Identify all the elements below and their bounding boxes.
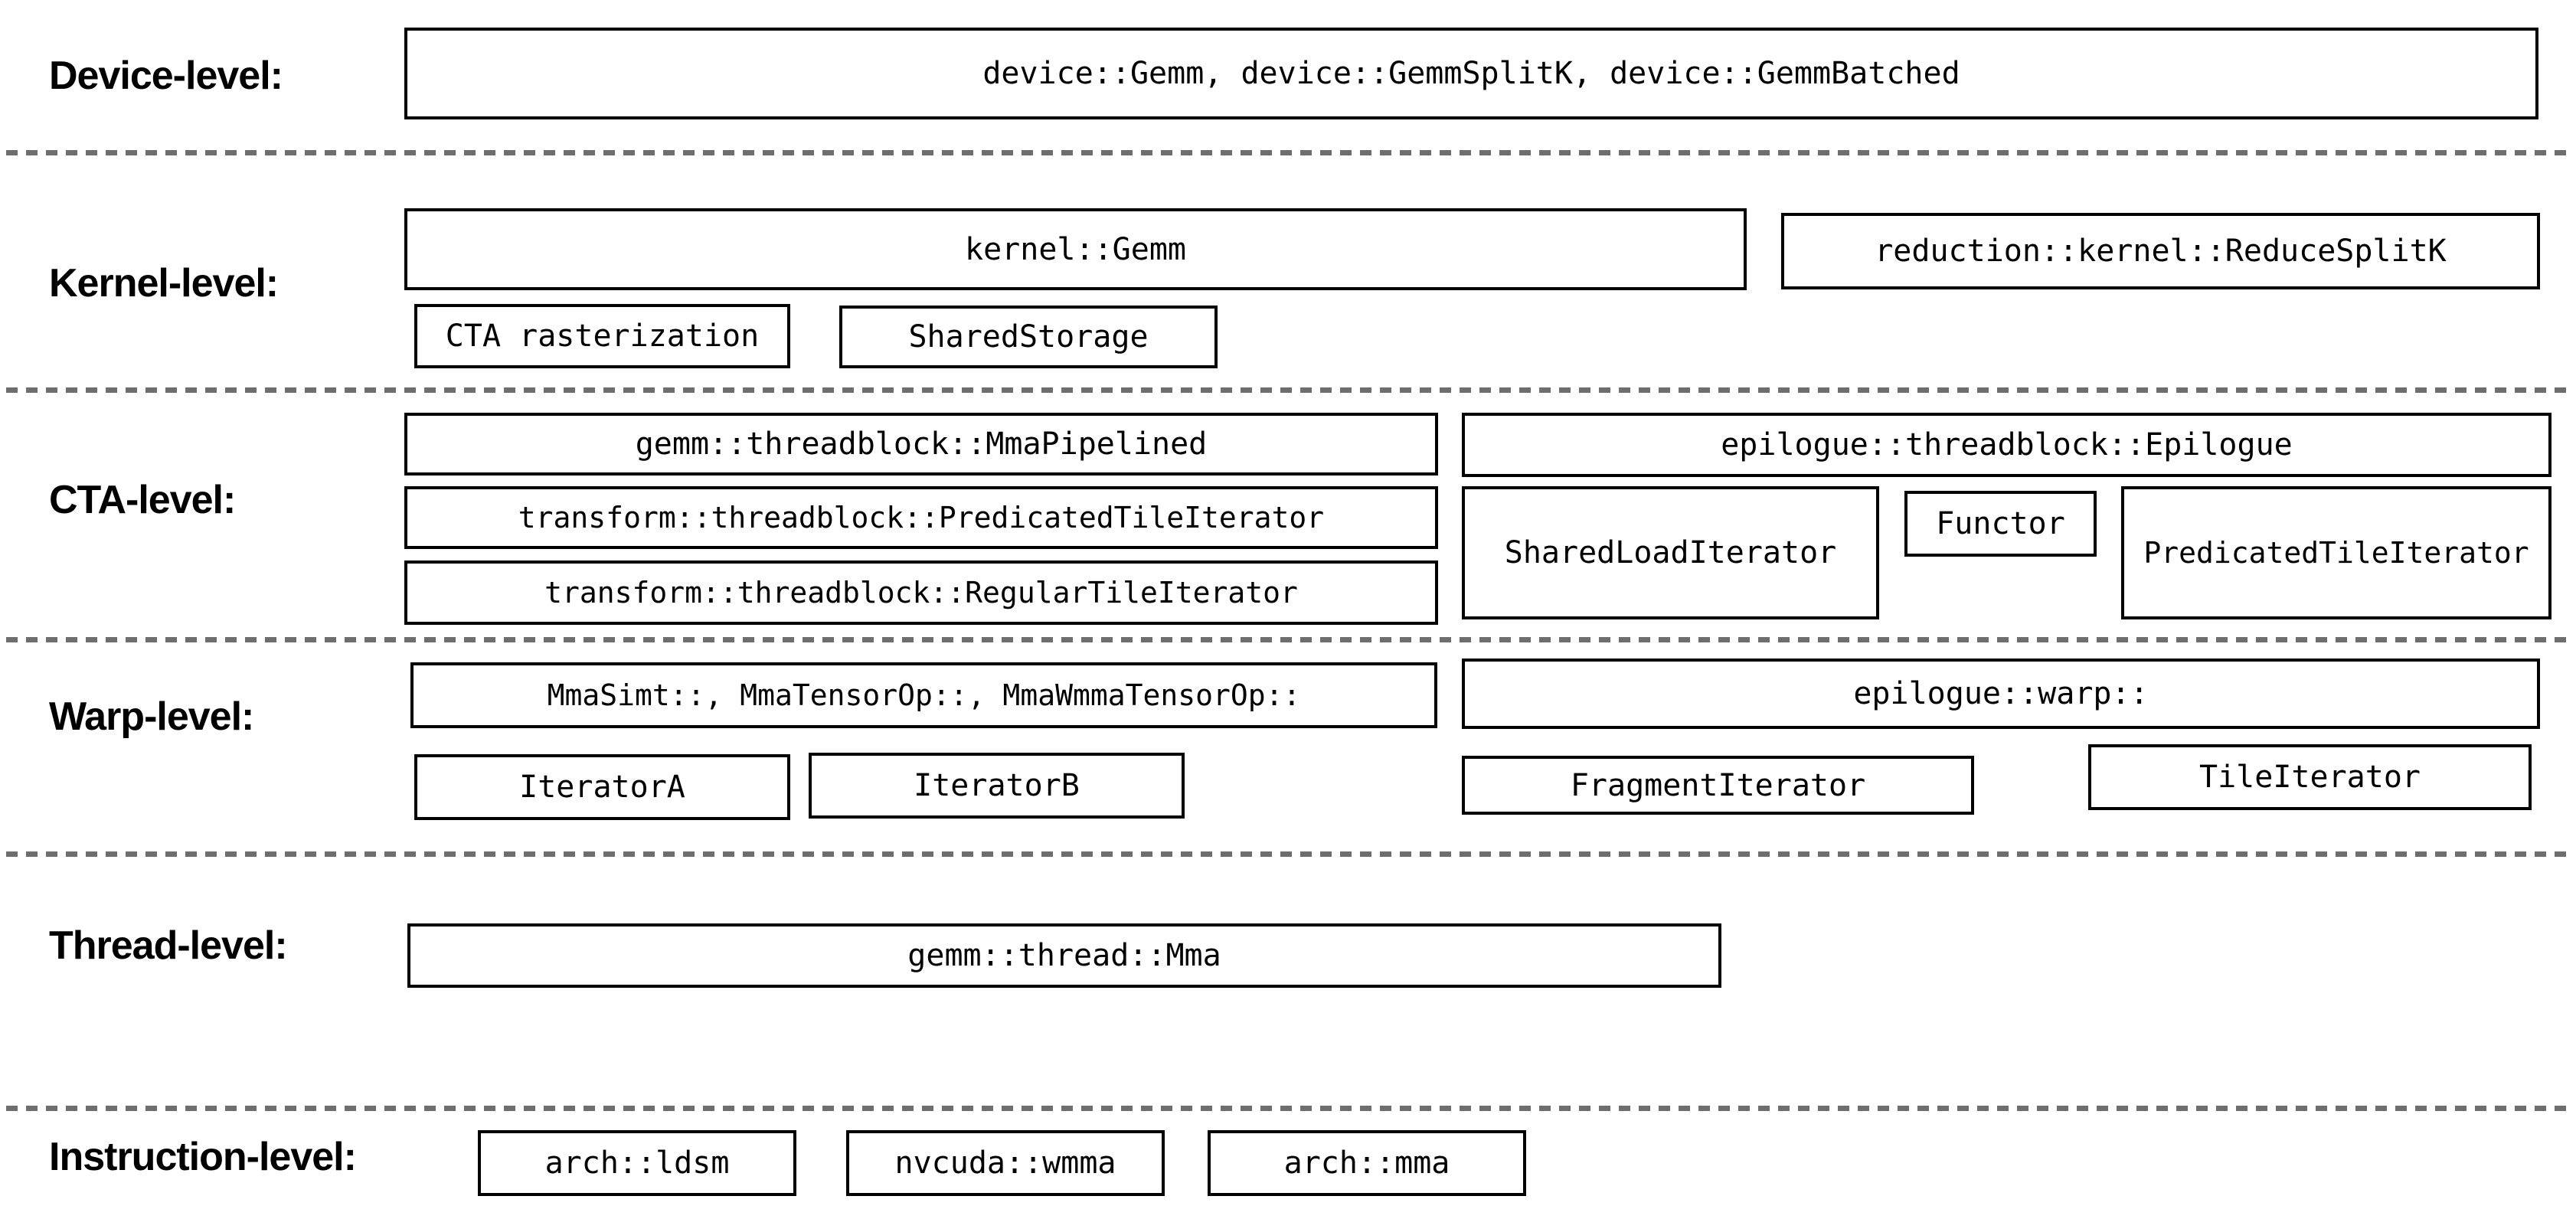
box-epilogue-warp: epilogue::warp:: [1462,659,2540,729]
box-mma-warp-variants: MmaSimt::, MmaTensorOp::, MmaWmmaTensorO… [410,662,1437,728]
box-functor-text: Functor [1936,506,2065,541]
box-iterator-b: IteratorB [809,753,1185,819]
box-iterator-b-text: IteratorB [914,768,1080,803]
box-kernel-gemm: kernel::Gemm [404,208,1747,290]
box-mma-warp-variants-text: MmaSimt::, MmaTensorOp::, MmaWmmaTensorO… [547,678,1301,712]
box-cta-rasterization: CTA rasterization [414,304,790,368]
level-separator [6,851,2570,857]
box-arch-ldsm: arch::ldsm [478,1130,796,1196]
box-mma-pipelined-text: gemm::threadblock::MmaPipelined [635,426,1208,462]
level-label-device: Device-level: [49,54,283,98]
box-epilogue-warp-text: epilogue::warp:: [1853,676,2149,711]
box-fragment-iterator: FragmentIterator [1462,756,1974,815]
level-separator [6,1106,2570,1111]
box-shared-storage-text: SharedStorage [908,319,1149,355]
box-arch-ldsm-text: arch::ldsm [544,1145,730,1181]
box-regular-tile-iterator: transform::threadblock::RegularTileItera… [404,560,1438,625]
box-gemm-thread-mma-text: gemm::thread::Mma [907,938,1221,973]
box-shared-load-iterator-text: SharedLoadIterator [1504,535,1837,570]
box-epilogue-threadblock-text: epilogue::threadblock::Epilogue [1721,427,2293,462]
level-separator [6,150,2570,155]
box-nvcuda-wmma: nvcuda::wmma [846,1130,1165,1196]
level-separator [6,637,2570,642]
box-fragment-iterator-text: FragmentIterator [1570,767,1866,803]
box-predicated-tile-iterator-transform: transform::threadblock::PredicatedTileIt… [404,486,1438,549]
box-cta-rasterization-text: CTA rasterization [445,319,760,354]
box-shared-load-iterator: SharedLoadIterator [1462,486,1879,619]
box-iterator-a: IteratorA [414,754,790,820]
box-iterator-a-text: IteratorA [519,770,685,805]
box-gemm-thread-mma: gemm::thread::Mma [407,923,1721,988]
box-reduce-splitk: reduction::kernel::ReduceSplitK [1781,213,2540,289]
box-mma-pipelined: gemm::threadblock::MmaPipelined [404,413,1438,476]
level-label-thread: Thread-level: [49,923,288,968]
box-functor: Functor [1904,491,2097,557]
box-regular-tile-iterator-text: transform::threadblock::RegularTileItera… [544,576,1298,610]
box-nvcuda-wmma-text: nvcuda::wmma [894,1145,1116,1181]
box-kernel-gemm-text: kernel::Gemm [965,231,1186,267]
box-epilogue-threadblock: epilogue::threadblock::Epilogue [1462,413,2551,477]
box-tile-iterator-text: TileIterator [2199,760,2421,795]
level-label-instruction: Instruction-level: [49,1135,357,1179]
box-tile-iterator: TileIterator [2088,744,2532,810]
level-separator [6,387,2570,393]
box-predicated-tile-iterator-epilogue-text: PredicatedTileIterator [2143,536,2529,570]
box-device-gemm-text: device::Gemm, device::GemmSplitK, device… [982,56,1960,91]
level-label-cta: CTA-level: [49,478,236,522]
box-predicated-tile-iterator-transform-text: transform::threadblock::PredicatedTileIt… [518,501,1325,534]
level-label-kernel: Kernel-level: [49,261,279,306]
box-arch-mma: arch::mma [1208,1130,1526,1196]
box-device-gemm: device::Gemm, device::GemmSplitK, device… [404,28,2538,119]
box-reduce-splitk-text: reduction::kernel::ReduceSplitK [1875,234,2447,269]
box-shared-storage: SharedStorage [839,306,1218,368]
box-predicated-tile-iterator-epilogue: PredicatedTileIterator [2121,486,2551,619]
level-label-warp: Warp-level: [49,694,254,739]
box-arch-mma-text: arch::mma [1283,1145,1450,1181]
